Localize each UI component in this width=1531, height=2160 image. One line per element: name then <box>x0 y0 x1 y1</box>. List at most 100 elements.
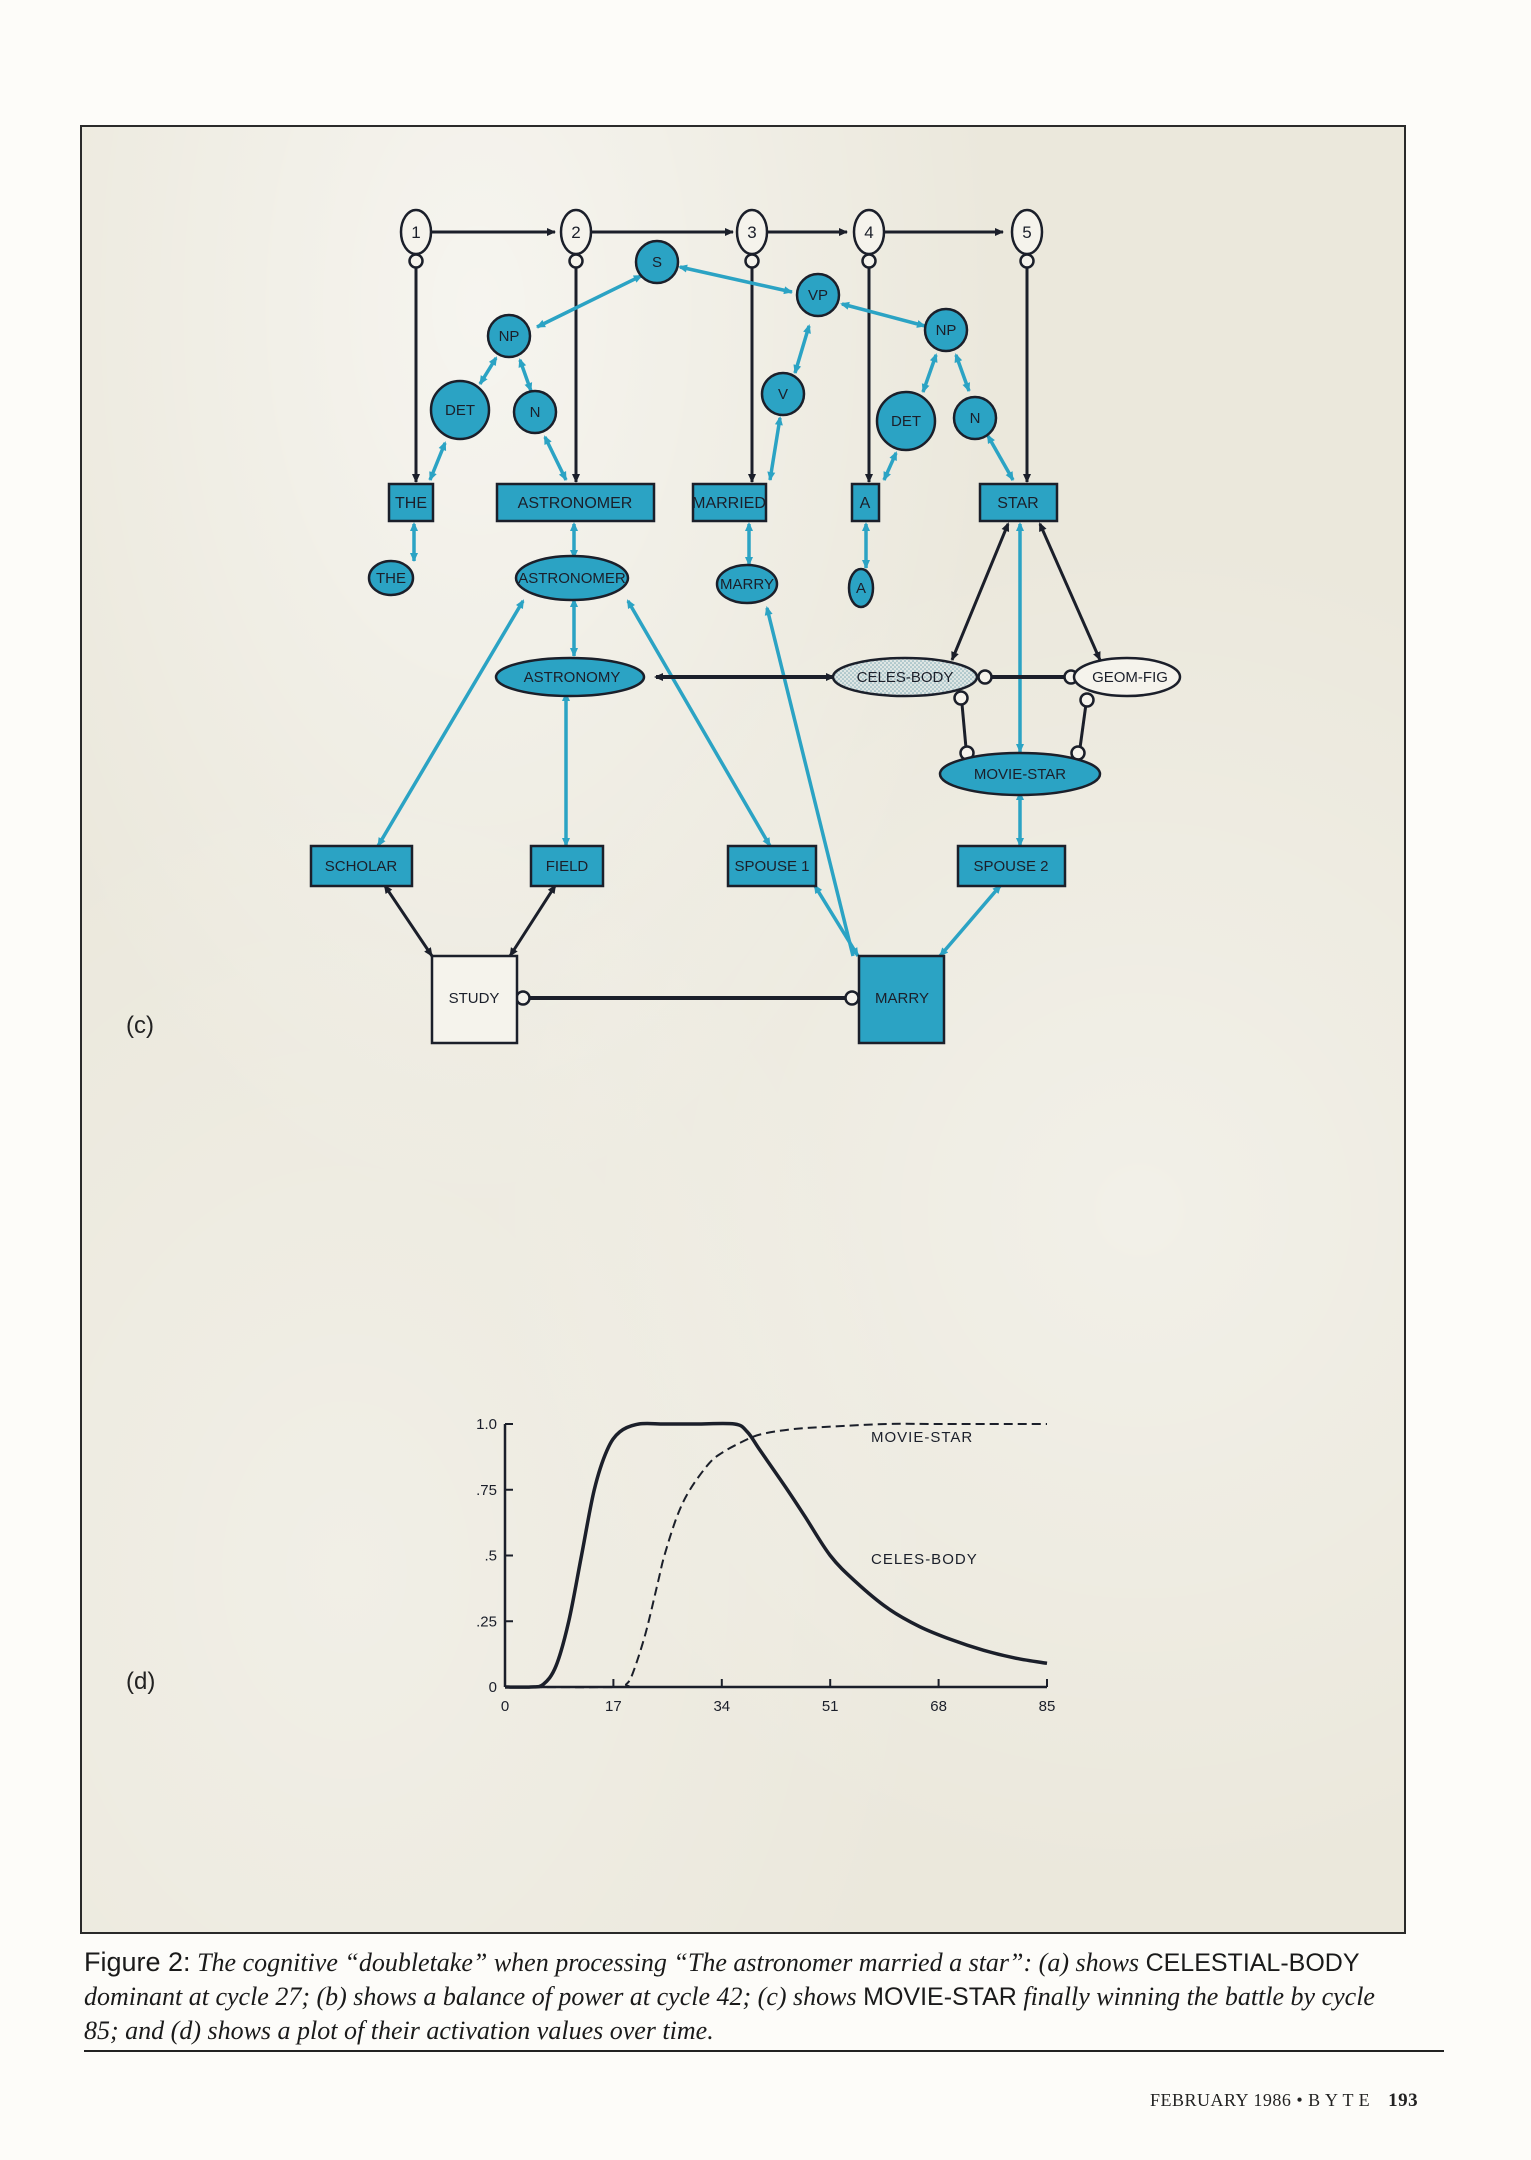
concept-node-astronomy <box>494 656 646 698</box>
syntax-label: S <box>652 254 662 271</box>
syntax-label: N <box>530 404 541 421</box>
role-box-scholar <box>309 844 414 888</box>
lexical-node-a <box>847 567 875 609</box>
y-tick-label: .5 <box>484 1548 497 1565</box>
lexical-node-astronomer <box>514 554 630 602</box>
syntax-node-vp <box>795 272 841 318</box>
lexical-label: THE <box>376 570 406 587</box>
concept-label: GEOM-FIG <box>1092 669 1168 686</box>
lexical-label: A <box>856 580 866 597</box>
series-line-movie-star <box>504 1422 1047 1689</box>
lexical-node-the <box>367 559 415 597</box>
x-tick-label: 0 <box>501 1698 509 1715</box>
concept-label: CELES-BODY <box>857 669 954 686</box>
position-node-2 <box>559 208 593 269</box>
x-tick-label: 34 <box>713 1698 730 1715</box>
role-label: SPOUSE 2 <box>973 858 1048 875</box>
lexical-node-marry <box>715 563 779 605</box>
position-node-1 <box>399 208 433 269</box>
word-box-married <box>691 482 768 523</box>
frame-box-marry <box>857 954 946 1045</box>
network-diagram: 1 2 3 4 5 <box>309 208 1182 1045</box>
activation-chart: 0 17 34 51 68 85 0 .25 .5 .75 1.0 MOVIE-STAR CELES… <box>476 1416 1056 1715</box>
word-box-a <box>850 482 881 523</box>
word-label: A <box>860 495 871 512</box>
chart-annotations: MOVIE-STAR CELES-BODY <box>871 1429 978 1568</box>
role-box-field <box>529 844 605 888</box>
position-node-4 <box>852 208 886 269</box>
syntax-label: VP <box>808 287 828 304</box>
role-label: FIELD <box>546 858 589 875</box>
concept-node-movie-star <box>938 751 1102 797</box>
word-label: STAR <box>997 495 1038 512</box>
x-tick-label: 85 <box>1039 1698 1056 1715</box>
syntax-links <box>376 264 1024 958</box>
word-label: MARRIED <box>692 495 766 512</box>
syntax-label: N <box>970 410 981 427</box>
series-label-celes-body: CELES-BODY <box>871 1551 978 1568</box>
syntax-node-det <box>875 390 937 452</box>
x-tick-label: 17 <box>605 1698 622 1715</box>
caption-term: CELESTIAL-BODY <box>1145 1949 1360 1977</box>
position-label: 2 <box>571 223 580 242</box>
figure-frame <box>80 125 1406 1934</box>
frame-box-study <box>430 954 519 1045</box>
position-label: 4 <box>864 223 873 242</box>
page-footer: FEBRUARY 1986 • B Y T E 193 <box>1150 2090 1418 2112</box>
lexical-label: ASTRONOMER <box>518 570 626 587</box>
word-label: ASTRONOMER <box>518 495 633 512</box>
position-label: 3 <box>747 223 756 242</box>
syntax-node-np <box>923 307 969 353</box>
syntax-label: NP <box>936 322 957 339</box>
role-label: SCHOLAR <box>325 858 398 875</box>
syntax-node-n <box>512 389 558 435</box>
word-label: THE <box>395 495 427 512</box>
role-box-spouse-1 <box>726 844 818 888</box>
syntax-label: NP <box>499 328 520 345</box>
syntax-node-v <box>760 371 806 417</box>
y-tick-label: 0 <box>489 1679 497 1696</box>
caption-rule <box>84 2050 1444 2052</box>
caption-text: The cognitive “doubletake” when processi… <box>190 1948 1146 1977</box>
issue-label: FEBRUARY 1986 • B Y T E <box>1150 2090 1371 2110</box>
y-tick-label: 1.0 <box>476 1416 497 1433</box>
position-label: 1 <box>411 223 420 242</box>
figure-caption: Figure 2: The cognitive “doubletake” whe… <box>84 1945 1414 2048</box>
inhibitory-connectors <box>515 669 1095 1006</box>
page-number: 193 <box>1388 2090 1419 2111</box>
y-tick-label: .75 <box>476 1482 497 1499</box>
word-box-astronomer <box>495 482 656 523</box>
concept-links <box>383 522 1102 1000</box>
caption-text: finally winning the battle by cycle 85; … <box>84 1982 1375 2045</box>
word-box-the <box>387 482 435 523</box>
series-label-movie-star: MOVIE-STAR <box>871 1429 973 1446</box>
panel-label-c: (c) <box>126 1012 154 1039</box>
position-node-5 <box>1010 208 1044 269</box>
position-node-3 <box>735 208 769 269</box>
frame-label: MARRY <box>875 990 929 1007</box>
concept-label: ASTRONOMY <box>524 669 621 686</box>
concept-node-celes-body <box>831 656 979 698</box>
syntax-label: DET <box>445 402 475 419</box>
caption-text: dominant at cycle 27; (b) shows a balanc… <box>84 1982 864 2011</box>
chart-lines <box>504 1421 1048 1689</box>
caption-term: MOVIE-STAR <box>863 1983 1017 2011</box>
series-line-celes-body <box>504 1421 1048 1689</box>
syntax-node-np <box>486 313 532 359</box>
syntax-node-s <box>634 239 680 285</box>
figure-label: Figure 2: <box>84 1947 191 1977</box>
frame-label: STUDY <box>449 990 500 1007</box>
syntax-node-n <box>952 395 998 441</box>
concept-label: MOVIE-STAR <box>974 766 1066 783</box>
position-label: 5 <box>1022 223 1031 242</box>
x-tick-label: 68 <box>930 1698 947 1715</box>
position-nodes <box>399 208 1044 269</box>
role-box-spouse-2 <box>956 844 1067 888</box>
syntax-label: DET <box>891 413 921 430</box>
role-label: SPOUSE 1 <box>734 858 809 875</box>
x-tick-label: 51 <box>822 1698 839 1715</box>
lexical-label: MARRY <box>720 576 774 593</box>
syntax-node-det <box>429 379 491 441</box>
syntax-label: V <box>778 386 788 403</box>
y-tick-label: .25 <box>476 1613 497 1630</box>
